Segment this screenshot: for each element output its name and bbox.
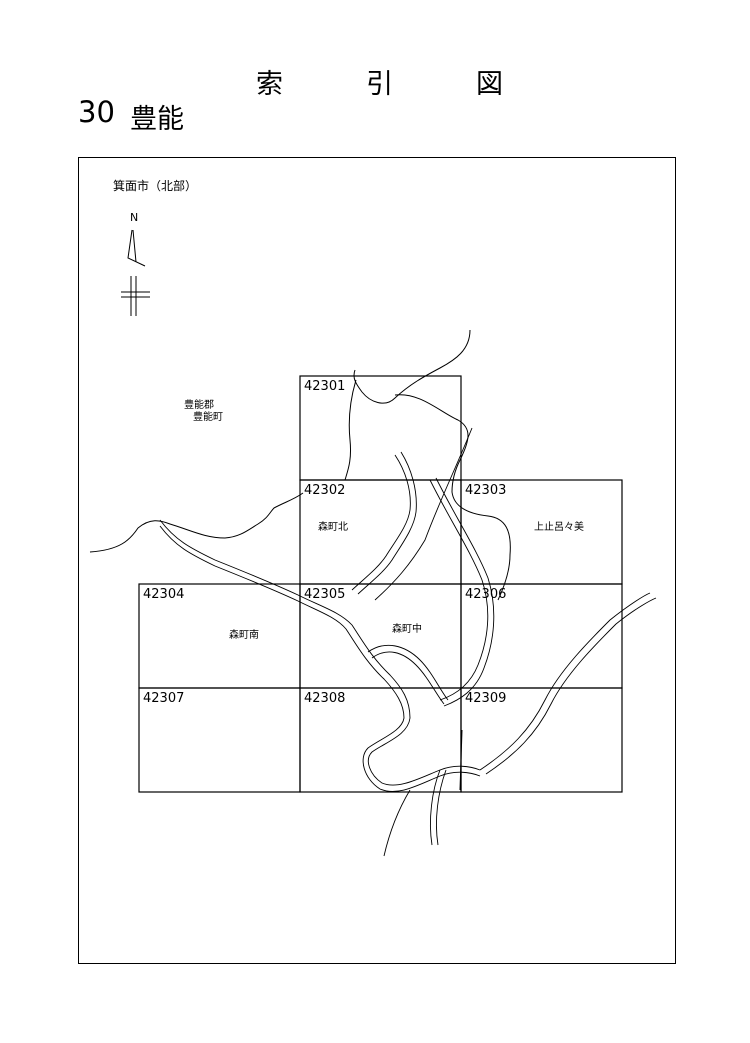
road-east-a (429, 479, 489, 701)
road-west-b (159, 525, 481, 792)
road-west-a (159, 519, 481, 786)
map-number: 30 (78, 95, 115, 129)
boundary-line-north (353, 329, 471, 404)
town-label-line2: 豊能町 (193, 412, 223, 423)
road-south-b (436, 769, 447, 846)
city-north-label: 箕面市（北部） (113, 179, 198, 193)
sheet-42305-label[interactable]: 42305 (304, 587, 346, 602)
road-southeast-a (479, 592, 651, 771)
boundary-line-east-loop (394, 394, 511, 601)
sheet-42307-label[interactable]: 42307 (143, 691, 185, 706)
title-char-3: 図 (476, 69, 503, 100)
sheet-42303-label[interactable]: 42303 (465, 483, 507, 498)
sheet-42301-label[interactable]: 42301 (304, 379, 346, 394)
sheet-42302-label[interactable]: 42302 (304, 483, 346, 498)
title-char-2: 引 (366, 69, 393, 100)
road-inner-loop-b (371, 651, 445, 705)
north-arrow-icon (121, 229, 150, 316)
morimachi-naka-label: 森町中 (392, 624, 422, 635)
road-center-b (357, 451, 417, 595)
boundary-line-northwest (89, 492, 304, 553)
sheet-42308-label[interactable]: 42308 (304, 691, 346, 706)
title-char-1: 索 (256, 69, 283, 100)
sheet-42309-box (460, 687, 623, 793)
road-southeast-b (485, 597, 657, 775)
sheet-42309-label[interactable]: 42309 (465, 691, 507, 706)
town-label-line1: 豊能郡 (184, 400, 214, 411)
map-frame (78, 157, 676, 964)
road-inner-loop (367, 644, 449, 701)
boundary-line-upper (344, 379, 357, 481)
road-north (374, 427, 473, 601)
map-name: 豊能 (130, 104, 184, 135)
road-south-a (430, 769, 441, 846)
sheet-42304-label[interactable]: 42304 (143, 587, 185, 602)
road-southwest (383, 789, 411, 857)
road-center-a (351, 454, 411, 591)
morimachi-minami-label: 森町南 (229, 630, 259, 641)
morimachi-kita-label: 森町北 (318, 522, 348, 533)
road-east-b (435, 477, 495, 707)
sheet-42306-label[interactable]: 42306 (465, 587, 507, 602)
north-label: N (130, 211, 139, 224)
kamitodoromi-label: 上止呂々美 (534, 522, 584, 533)
